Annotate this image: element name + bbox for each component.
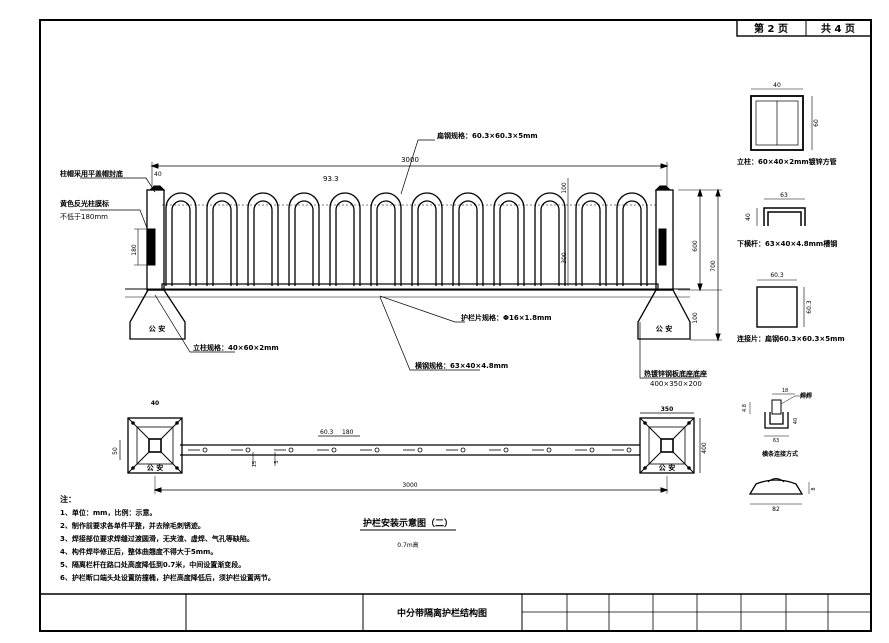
detail-plate-caption: 连接片：扁钢60.3×60.3×5mm <box>737 334 845 343</box>
post-spec: 立柱规格：40×60×2mm <box>193 343 279 352</box>
plan-view <box>119 412 701 494</box>
rail-spec: 横钢规格：63×40×4.8mm <box>415 361 508 370</box>
cap-dim: 40 <box>154 171 162 178</box>
base-label-left: 公 安 <box>149 324 165 333</box>
note-item: 3、焊接部位要求焊缝过渡圆滑，无夹渣、虚焊、气孔等缺陷。 <box>60 534 254 543</box>
plan-left-base <box>127 417 183 474</box>
note-item: 1、单位：mm，比例：示意。 <box>60 508 156 517</box>
base-spec-1: 热镀锌钢板底座底座 <box>644 369 707 378</box>
figure-subtitle: 0.7m高 <box>397 541 418 549</box>
note-item: 5、隔离栏杆在路口处高度降低到0.7米，中间设置渐变段。 <box>60 560 245 569</box>
page-number: 第 2 页 <box>754 22 788 35</box>
note-item: 2、制作前要求各单件平整，并去除毛刺锈迹。 <box>60 521 205 530</box>
detail-cap-side: 8 <box>811 487 817 490</box>
detail-rail-caption: 下横杆：63×40×4.8mm槽钢 <box>737 239 837 248</box>
plan-base-label-right: 公 安 <box>659 463 675 472</box>
reflective-note-1: 黄色反光柱膜标 <box>60 199 109 208</box>
detail-rail-section <box>756 198 806 226</box>
detail-joint-c: 40 <box>793 418 799 424</box>
elevation-view <box>80 139 722 379</box>
detail-joint-a: 4.8 <box>742 404 748 412</box>
detail-joint-caption: 横条连接方式 <box>762 450 798 458</box>
plan-base-label-left: 公 安 <box>147 463 163 472</box>
left-post <box>129 185 186 340</box>
detail-joint <box>749 393 808 437</box>
reflective-dim: 180 <box>131 244 138 256</box>
detail-plate-height: 60.3 <box>806 300 813 314</box>
page-indicator: 第 2 页 共 4 页 <box>736 19 872 37</box>
dim-lower-height: 300 <box>561 252 568 264</box>
plan-dim-left: 40 <box>151 400 159 407</box>
detail-post-height: 60 <box>813 119 820 127</box>
note-item: 4、构件焊毕修正后，整体曲翘度不得大于5mm。 <box>60 547 217 556</box>
detail-plate-width: 60.3 <box>770 272 784 279</box>
detail-joint-d: 63 <box>773 438 779 444</box>
plan-right-base <box>639 417 695 474</box>
dim-total-top: 3000 <box>401 156 419 164</box>
note-item: 6、护栏断口端头处设置防撞桶，护栏高度降低后，须护栏设置两节。 <box>60 573 275 582</box>
bottom-rail <box>161 283 659 291</box>
detail-post-caption: 立柱：60×40×2mm镀锌方管 <box>737 157 837 166</box>
base-spec-2: 400×350×200 <box>650 380 702 388</box>
figure-title: 护栏安装示意图（二） <box>363 517 453 529</box>
plan-dim-left-side: 50 <box>112 447 119 455</box>
fence-arches <box>165 192 648 286</box>
detail-plate <box>756 279 805 328</box>
plan-holes <box>188 447 632 453</box>
plan-dim-right-side: 400 <box>701 442 708 454</box>
dim-panel-height: 600 <box>692 240 699 252</box>
title-block <box>40 593 871 631</box>
detail-rail-height: 40 <box>745 213 752 221</box>
detail-post-section <box>750 88 813 151</box>
dim-base-height: 100 <box>692 312 699 324</box>
plan-dim-spacing-a: 60.3 <box>320 429 334 436</box>
drawing-title: 中分带隔离护栏结构图 <box>397 607 487 619</box>
notes-heading: 注： <box>60 494 76 504</box>
outer-border <box>39 19 872 632</box>
reflective-note-2: 不低于180mm <box>60 212 108 221</box>
plan-dim-spacing-b: 180 <box>342 429 354 436</box>
dim-inner: 93.3 <box>323 175 339 183</box>
top-rail-spec: 扁钢规格：60.3×60.3×5mm <box>437 131 538 140</box>
page-total: 共 4 页 <box>821 22 855 35</box>
right-post <box>637 185 691 340</box>
plan-dim-small-b: 5 <box>274 460 280 463</box>
detail-cap <box>748 478 810 505</box>
panel-spec: 护栏片规格：Φ16×1.8mm <box>461 313 552 322</box>
base-label-right: 公 安 <box>656 324 672 333</box>
plan-dim-small-a: 15 <box>252 461 258 467</box>
dim-total-height: 700 <box>710 260 717 272</box>
detail-joint-b: 18 <box>782 388 788 394</box>
plan-dim-right-top: 350 <box>661 406 674 413</box>
cap-note: 柱帽采用平盖帽封底 <box>60 169 123 178</box>
detail-rail-width: 63 <box>780 192 788 199</box>
detail-post-width: 40 <box>773 82 781 89</box>
plan-dim-total-bottom: 3000 <box>402 482 417 489</box>
notes: 注： 1、单位：mm，比例：示意。 2、制作前要求各单件平整，并去除毛刺锈迹。 … <box>60 494 275 582</box>
detail-cap-bottom: 82 <box>772 506 780 513</box>
dim-arch-height: 100 <box>561 182 568 194</box>
detail-joint-weld: 焊焊 <box>800 392 812 400</box>
